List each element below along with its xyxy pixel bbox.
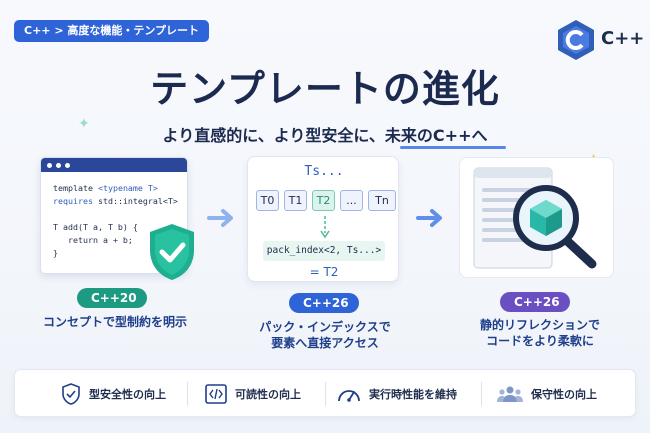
code-keyword: requires <box>53 196 93 206</box>
divider <box>187 382 188 406</box>
divider <box>325 382 326 406</box>
code-text: T add(T a, T b) { <box>53 222 138 232</box>
pack-cells: T0 T1 T2 ... Tn <box>256 190 396 211</box>
page-title: テンプレートの進化 <box>150 67 500 111</box>
code-text: <typename T> <box>92 183 158 193</box>
pack-cell: Tn <box>368 190 396 211</box>
benefits-bar: 型安全性の向上 可読性の向上 実行時性能を維持 保守性の向上 <box>14 369 636 417</box>
code-text: std::integral<T> <box>92 196 178 206</box>
version-badge-cpp26: C++26 <box>500 292 570 312</box>
page-subtitle: より直感的に、より型安全に、未来のC++へ <box>162 126 488 145</box>
pack-index-result: = T2 <box>309 265 339 279</box>
version-badge-cpp26: C++26 <box>289 293 359 313</box>
shield-check-icon <box>62 383 80 405</box>
code-snippet: template <typename T> requires std::inte… <box>41 172 187 260</box>
pack-cell: T1 <box>284 190 307 211</box>
code-brackets-icon <box>205 384 227 404</box>
logo-text: C++ <box>601 28 645 49</box>
benefit-item: 保守性の向上 <box>497 370 597 418</box>
breadcrumb: C++ > 高度な機能・テンプレート <box>14 20 210 42</box>
code-text: return a + b; <box>53 235 133 245</box>
feature-caption-line: 要素へ直接アクセス <box>271 336 379 350</box>
team-icon <box>497 386 523 402</box>
benefit-label: 型安全性の向上 <box>89 388 166 401</box>
sparkle-icon: ✦ <box>78 116 90 132</box>
benefit-label: 保守性の向上 <box>531 388 597 401</box>
feature-caption: パック・インデックスで 要素へ直接アクセス <box>230 319 420 351</box>
pack-cell: T0 <box>256 190 279 211</box>
feature-caption: コンセプトで型制約を明示 <box>42 315 187 329</box>
pack-index-call: pack_index<2, Ts...> <box>263 241 385 261</box>
subtitle-underline <box>400 146 506 149</box>
pack-index-panel: Ts... T0 T1 T2 ... Tn pack_index<2, Ts..… <box>247 156 399 282</box>
pack-cell: ... <box>340 190 363 211</box>
arrow-right-icon <box>207 209 233 227</box>
benefit-item: 可読性の向上 <box>205 370 301 418</box>
version-badge-cpp20: C++20 <box>77 288 147 308</box>
pack-header: Ts... <box>304 164 344 179</box>
feature-caption: 静的リフレクションで コードをより柔軟に <box>440 317 640 349</box>
code-keyword: template <box>53 183 93 193</box>
shield-check-icon <box>150 224 194 280</box>
document-inspect-icon <box>473 167 597 269</box>
code-text: } <box>53 248 58 258</box>
benefit-label: 可読性の向上 <box>235 388 301 401</box>
code-window-titlebar <box>41 158 187 172</box>
benefit-item: 型安全性の向上 <box>61 370 166 418</box>
feature-caption-line: パック・インデックスで <box>259 320 391 334</box>
pack-cell-highlighted: T2 <box>312 190 335 211</box>
arrow-down-icon <box>320 216 330 239</box>
benefit-item: 実行時性能を維持 <box>337 370 457 418</box>
cpp-hexagon-icon <box>558 20 594 60</box>
feature-caption-line: 静的リフレクションで <box>479 318 600 332</box>
benefit-label: 実行時性能を維持 <box>369 388 457 401</box>
cpp-logo: C++ <box>554 18 644 62</box>
feature-caption-line: コードをより柔軟に <box>486 334 594 348</box>
divider <box>481 382 482 406</box>
speedometer-icon <box>338 390 360 402</box>
arrow-right-icon <box>416 209 442 227</box>
reflection-panel <box>459 157 614 278</box>
